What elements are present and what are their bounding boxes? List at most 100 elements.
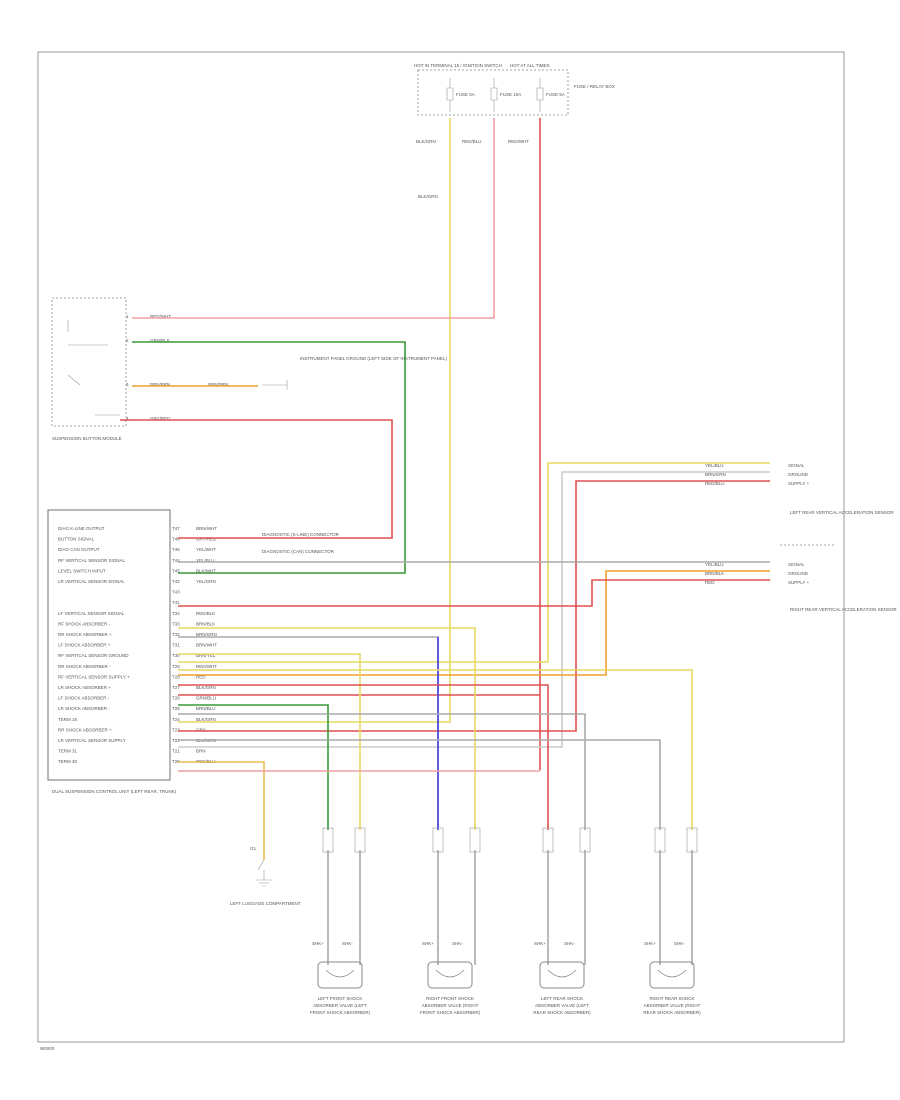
shock-valve-symbol <box>427 961 473 989</box>
switch-contact <box>67 320 120 416</box>
cu-pin-number: T27 <box>172 685 180 690</box>
cu-pin-label: RR SHOCK ABSORBER + <box>58 632 112 637</box>
cu-pin-number: T41 <box>172 600 180 605</box>
cu-pin-label: LF SHOCK ABSORBER + <box>58 643 111 648</box>
svg-text:YEL/BLU: YEL/BLU <box>705 562 724 567</box>
cu-pin-number: T44 <box>172 558 180 563</box>
cu-wire-color: YEL/WHT <box>196 547 216 552</box>
cu-pin-number: T29 <box>172 664 180 669</box>
button-module: SUSPENSION BUTTON MODULE 1 2 3 4 RED/WHT… <box>51 297 447 441</box>
cu-wire-color: GRY <box>196 727 206 732</box>
cu-pin-label: RF VERTICAL SENSOR SIGNAL <box>58 558 126 563</box>
svg-text:1: 1 <box>126 314 129 319</box>
ground-label: LEFT LUGGAGE COMPARTMENT <box>230 901 301 906</box>
wire-yellow <box>178 669 693 830</box>
cu-pin-number: T47 <box>172 526 180 531</box>
cu-pin-label: LR SHOCK ABSORBER - <box>58 706 110 711</box>
wire-brown-gray <box>178 471 770 748</box>
shock-valve-coil <box>547 969 577 978</box>
shock-label: REAR SHOCK ABSORBER) <box>643 1010 701 1015</box>
shock-terminal: SHK- <box>674 941 685 946</box>
shock-label: LEFT FRONT SHOCK <box>318 996 363 1001</box>
cu-pin-label: RF VERTICAL SENSOR GROUND <box>58 653 129 658</box>
wire-green <box>178 704 329 830</box>
fuse-label-left: HOT IN TERMINAL 15 / IGNITION SWITCH <box>414 63 502 68</box>
fuse-box-label: FUSE / RELAY BOX <box>574 84 615 89</box>
cu-wire-color: BRN/BLU <box>196 706 216 711</box>
cu-pin-number: T32 <box>172 632 180 637</box>
cu-wire-color: YEL/GRN <box>196 579 216 584</box>
switch-wire-label: BRN/BRN <box>150 382 170 387</box>
cu-wire-color: RED/BLK <box>196 611 215 616</box>
cu-pin-label: LF SHOCK ABSORBER - <box>58 696 110 701</box>
wire-red <box>178 684 549 830</box>
wire-red-button <box>120 419 393 539</box>
fuse-wire-label: RED/WHT <box>508 139 529 144</box>
fuse-symbol: FUSE 10A <box>490 78 521 112</box>
shock-terminal: SHK- <box>564 941 575 946</box>
shock-valve-symbol <box>649 961 695 989</box>
cu-pin-label: RF VERTICAL SENSOR SUPPLY + <box>58 674 130 679</box>
switch-wire-label: GRY/RED <box>150 416 171 421</box>
wire-gray <box>178 739 661 830</box>
fuse-label-right: HOT AT ALL TIMES <box>510 63 550 68</box>
sensor-label: RIGHT REAR VERTICAL ACCELERATION SENSOR <box>790 607 897 612</box>
shock-label: FRONT SHOCK ABSORBER) <box>310 1010 371 1015</box>
svg-text:2: 2 <box>126 338 129 343</box>
cu-pin-label: RR SHOCK ABSORBER - <box>58 664 111 669</box>
fuse-wire-label: RED/BLU <box>462 139 482 144</box>
cu-wire-color: GRN/BLU <box>196 696 216 701</box>
cu-pin-number: T34 <box>172 611 180 616</box>
cu-pin-number: T45 <box>172 568 180 573</box>
shock-terminal: SHK- <box>342 941 353 946</box>
cu-pin-label: DIAG CAN OUTPUT <box>58 547 100 552</box>
shock-valve-coil <box>435 969 465 978</box>
shock-label: ABSORBER VALVE (LEFT <box>535 1003 589 1008</box>
cu-pin-label: TERM 31 <box>58 749 78 754</box>
shock-label: FRONT SHOCK ABSORBER) <box>420 1010 481 1015</box>
fuse-panel: HOT IN TERMINAL 15 / IGNITION SWITCH HOT… <box>414 63 615 199</box>
cu-pin-number: T48 <box>172 537 180 542</box>
shock-absorbers: SHK+ SHK- LEFT FRONT SHOCK ABSORBER VALVE (… <box>310 941 701 1015</box>
shock-label: ABSORBER VALVE (RIGHT <box>422 1003 479 1008</box>
cu-pin-label: TERM 30 <box>58 759 78 764</box>
inline-connectors <box>322 827 698 853</box>
cu-wire-color: BLK/WHT <box>196 568 216 573</box>
svg-text:SIGNAL: SIGNAL <box>788 463 805 468</box>
shock-terminal: SHK+ <box>422 941 434 946</box>
cu-pin-label: RF SHOCK ABSORBER - <box>58 621 111 626</box>
wire-harness <box>120 118 770 860</box>
shock-terminal: SHK+ <box>534 941 546 946</box>
cu-pin-label: LR VERTICAL SENSOR SIGNAL <box>58 579 125 584</box>
diagram-frame <box>37 51 845 1043</box>
cu-pin-number: T31 <box>172 643 180 648</box>
cu-wire-color: BLK/GRN <box>196 717 216 722</box>
wire-pink <box>132 118 495 319</box>
cu-wire-color: GRY/RED <box>196 537 217 542</box>
cu-wire-color: BRN/YEL <box>196 653 216 658</box>
cu-pin-label: LEVEL SWITCH INPUT <box>58 568 106 573</box>
svg-text:FUSE 5A: FUSE 5A <box>546 92 565 97</box>
svg-text:4: 4 <box>126 416 129 421</box>
diag-note: DIAGNOSTIC (K-LINE) CONNECTOR <box>262 532 340 537</box>
button-module-label: SUSPENSION BUTTON MODULE <box>52 436 122 441</box>
shock-valve-symbol <box>539 961 585 989</box>
cu-pin-number: T24 <box>172 717 180 722</box>
switch-inline-wire-label: BRN/BRN <box>208 382 228 387</box>
cu-pin-number: T25 <box>172 706 180 711</box>
cu-wire-color: BRN/WHT <box>196 643 217 648</box>
cu-pin-label: DIAG K-LINE OUTPUT <box>58 526 105 531</box>
fuse-symbol: FUSE 5A <box>446 78 475 112</box>
cu-pin-number: T26 <box>172 696 180 701</box>
cu-pin-number: T22 <box>172 738 180 743</box>
sensor-label: LEFT REAR VERTICAL ACCELERATION SENSOR <box>790 510 894 515</box>
wire-gray <box>178 713 586 830</box>
cu-pin-label: LR VERTICAL SENSOR SUPPLY <box>58 738 126 743</box>
cu-pin-number: T46 <box>172 547 180 552</box>
wire-orange-ground <box>178 761 265 860</box>
cu-pin-number: T42 <box>172 579 180 584</box>
